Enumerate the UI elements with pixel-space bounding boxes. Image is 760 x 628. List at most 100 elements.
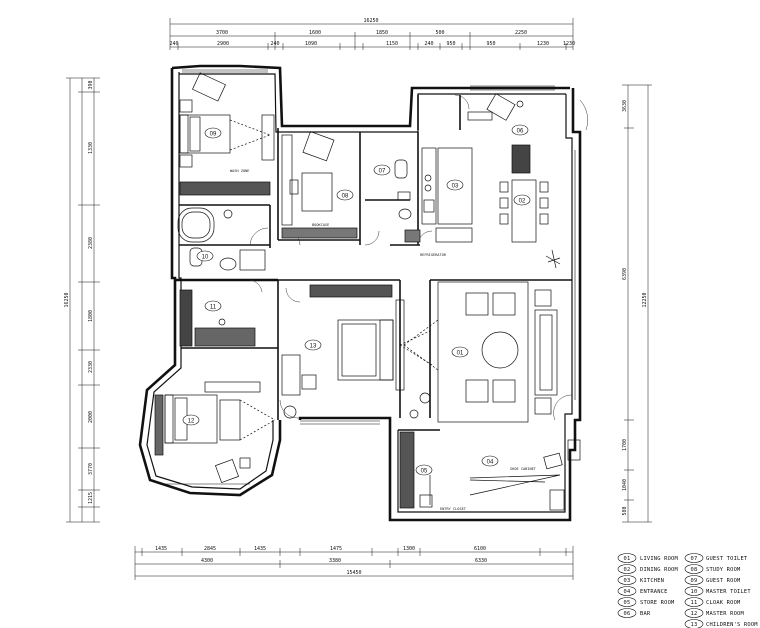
svg-text:02: 02	[624, 567, 631, 573]
svg-text:CLOAK ROOM: CLOAK ROOM	[706, 600, 741, 606]
room-09-furniture	[179, 72, 275, 196]
svg-text:DINING ROOM: DINING ROOM	[640, 567, 678, 573]
svg-text:13: 13	[691, 622, 698, 628]
room-06-furniture	[467, 93, 524, 121]
legend-item-09: 09 GUEST ROOM	[684, 575, 741, 585]
room-tags: 09 08 07 03 06 02 10 11 13 01 12 05 04	[182, 124, 531, 476]
room-08-furniture	[281, 131, 358, 239]
svg-text:240: 240	[169, 41, 178, 47]
room-04-fixtures	[469, 439, 581, 511]
note-entry-closet: ENTRY CLOSET	[440, 507, 467, 511]
svg-text:2900: 2900	[217, 41, 229, 47]
svg-text:2380: 2380	[88, 237, 94, 249]
svg-text:1435: 1435	[155, 546, 167, 552]
right-dimensions	[622, 84, 652, 523]
svg-text:BAR: BAR	[640, 611, 651, 617]
room-tag-02: 02	[513, 194, 531, 206]
svg-text:03: 03	[452, 184, 459, 190]
svg-text:07: 07	[691, 556, 698, 562]
legend-item-06: 06 BAR	[617, 608, 651, 618]
svg-text:2845: 2845	[204, 546, 216, 552]
room-07-fixtures	[394, 159, 412, 220]
door-swings	[249, 94, 588, 421]
svg-text:03: 03	[624, 578, 631, 584]
bottom-dimensions	[134, 546, 574, 580]
svg-text:3380: 3380	[329, 558, 341, 564]
svg-text:2000: 2000	[88, 411, 94, 423]
svg-text:12: 12	[691, 611, 698, 617]
legend-item-11: 11 CLOAK ROOM	[684, 597, 741, 607]
svg-text:390: 390	[88, 80, 94, 89]
svg-text:CHILDREN'S ROOM: CHILDREN'S ROOM	[706, 622, 758, 628]
svg-text:1800: 1800	[88, 310, 94, 322]
svg-text:1215: 1215	[88, 492, 94, 504]
svg-text:STUDY ROOM: STUDY ROOM	[706, 567, 741, 573]
room-tag-11: 11	[204, 300, 222, 312]
svg-text:6330: 6330	[475, 558, 487, 564]
room-tag-05: 05	[415, 464, 433, 476]
svg-text:STORE ROOM: STORE ROOM	[640, 600, 675, 606]
svg-text:MASTER ROOM: MASTER ROOM	[706, 611, 744, 617]
svg-text:04: 04	[624, 589, 631, 595]
svg-text:1600: 1600	[309, 30, 321, 36]
svg-text:07: 07	[379, 169, 386, 175]
svg-text:13: 13	[310, 344, 317, 350]
svg-text:1150: 1150	[386, 41, 398, 47]
windows	[160, 69, 576, 485]
svg-text:ENTRANCE: ENTRANCE	[640, 589, 668, 595]
svg-text:GUEST ROOM: GUEST ROOM	[706, 578, 741, 584]
svg-text:01: 01	[624, 556, 631, 562]
room-tag-07: 07	[373, 164, 391, 176]
svg-text:05: 05	[624, 600, 631, 606]
svg-text:2250: 2250	[515, 30, 527, 36]
svg-text:4300: 4300	[201, 558, 213, 564]
legend-item-10: 10 MASTER TOILET	[684, 586, 751, 596]
svg-text:1850: 1850	[376, 30, 388, 36]
note-wash-zone: WASH ZONE	[230, 169, 249, 173]
room-tag-04: 04	[481, 455, 499, 467]
left-overall-dim: 16250	[64, 292, 70, 307]
svg-text:08: 08	[342, 194, 349, 200]
svg-text:06: 06	[517, 129, 524, 135]
interior-walls	[179, 95, 572, 431]
svg-text:11: 11	[210, 305, 217, 311]
room-legend: 01 LIVING ROOM 02 DINING ROOM 03 KITCHEN…	[617, 553, 758, 628]
exterior-walls	[138, 64, 582, 522]
room-12-furniture	[154, 381, 276, 483]
svg-text:950: 950	[446, 41, 455, 47]
room-tag-13: 13	[304, 339, 322, 351]
svg-text:6100: 6100	[474, 546, 486, 552]
svg-text:06: 06	[624, 611, 631, 617]
svg-text:1040: 1040	[622, 479, 628, 491]
note-refrigerator: REFRIGERATOR	[420, 253, 447, 257]
svg-text:01: 01	[457, 351, 464, 357]
note-bookcase: BOOKCASE	[312, 223, 329, 227]
svg-text:04: 04	[487, 460, 494, 466]
svg-text:KITCHEN: KITCHEN	[640, 578, 664, 584]
bottom-overall-dim: 15450	[346, 570, 361, 576]
svg-text:09: 09	[691, 578, 698, 584]
legend-item-04: 04 ENTRANCE	[617, 586, 668, 596]
legend-item-13: 13 CHILDREN'S ROOM	[684, 619, 758, 628]
room-tag-08: 08	[336, 189, 354, 201]
room-05-fixtures	[399, 431, 433, 509]
room-tag-06: 06	[511, 124, 529, 136]
bottom-row1-labels: 4300 3380 6330	[201, 558, 487, 564]
svg-text:500: 500	[435, 30, 444, 36]
svg-text:GUEST TOILET: GUEST TOILET	[706, 556, 748, 562]
svg-text:1330: 1330	[88, 142, 94, 154]
svg-text:3700: 3700	[216, 30, 228, 36]
svg-text:1230: 1230	[563, 41, 575, 47]
right-overall-dim: 12250	[642, 292, 648, 307]
legend-item-01: 01 LIVING ROOM	[617, 553, 678, 563]
svg-text:3770: 3770	[88, 463, 94, 475]
room-tag-03: 03	[446, 179, 464, 191]
legend-item-05: 05 STORE ROOM	[617, 597, 675, 607]
svg-text:3630: 3630	[622, 100, 628, 112]
room-11-fixtures	[179, 289, 256, 347]
room-tag-09: 09	[204, 127, 222, 139]
room-02-furniture	[499, 144, 561, 269]
svg-text:11: 11	[691, 600, 698, 606]
top-overall-dim: 16250	[363, 18, 378, 24]
